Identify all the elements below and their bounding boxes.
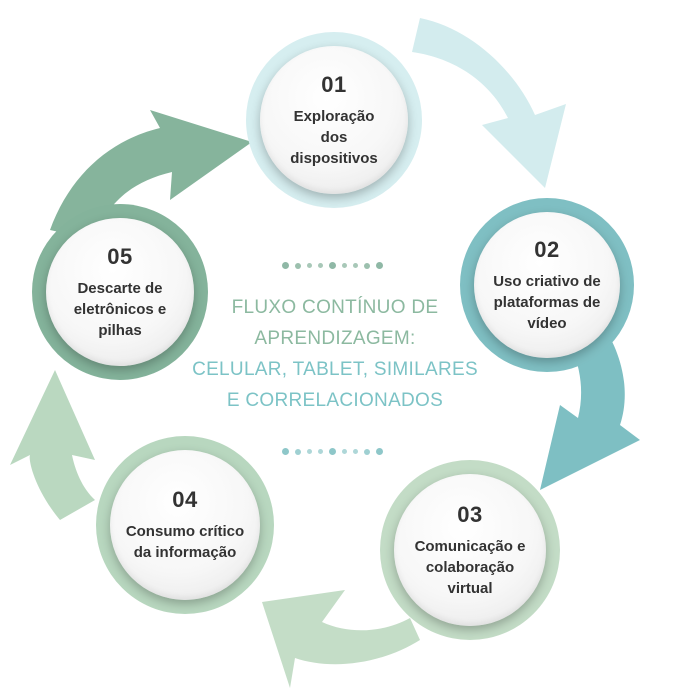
divider-dot bbox=[376, 262, 383, 269]
divider-dot bbox=[342, 449, 347, 454]
step-05-label-line: Descarte de bbox=[77, 279, 163, 297]
divider-dot bbox=[318, 263, 323, 268]
center-title-line-4: E CORRELACIONADOS bbox=[226, 390, 444, 411]
divider-dot bbox=[364, 448, 370, 455]
arrow-02-to-03 bbox=[540, 318, 640, 490]
step-01-label-line: dos bbox=[320, 128, 348, 146]
step-02-number: 02 bbox=[534, 236, 560, 262]
step-03-label: Comunicação e colaboração virtual bbox=[415, 536, 526, 599]
step-03-node: 03 Comunicação e colaboração virtual bbox=[394, 474, 546, 626]
divider-dot bbox=[318, 449, 323, 454]
arrow-03-to-04 bbox=[262, 590, 420, 688]
center-title-line-1: FLUXO CONTÍNUO DE bbox=[231, 297, 439, 318]
step-02-label-line: plataformas de bbox=[493, 293, 601, 311]
step-04-label: Consumo crítico da informação bbox=[126, 521, 244, 563]
step-05-node: 05 Descarte de eletrônicos e pilhas bbox=[46, 218, 194, 366]
step-04-label-line: Consumo crítico bbox=[125, 523, 245, 540]
divider-dot bbox=[307, 449, 312, 454]
step-03-number: 03 bbox=[457, 501, 483, 527]
divider-dot bbox=[329, 262, 336, 269]
divider-dot bbox=[353, 263, 358, 268]
step-04-number: 04 bbox=[172, 487, 198, 512]
divider-dot bbox=[353, 449, 358, 454]
divider-dot bbox=[342, 263, 347, 268]
step-03-label-line: virtual bbox=[447, 579, 493, 597]
step-02-label-line: Uso criativo de bbox=[493, 272, 601, 290]
bottom-dot-divider bbox=[282, 448, 383, 455]
step-01-number: 01 bbox=[321, 71, 347, 97]
divider-dot bbox=[364, 262, 370, 269]
divider-dot bbox=[282, 448, 289, 455]
step-04-label-line: da informação bbox=[133, 544, 237, 561]
divider-dot bbox=[307, 263, 312, 268]
center-title-line-3: CELULAR, TABLET, SIMILARES bbox=[192, 359, 478, 380]
step-03-label-line: Comunicação e bbox=[414, 537, 526, 555]
step-02-label-line: vídeo bbox=[527, 314, 567, 332]
step-01-label: Exploração dos dispositivos bbox=[290, 106, 378, 169]
step-05-label: Descarte de eletrônicos e pilhas bbox=[74, 278, 167, 341]
step-01-node: 01 Exploração dos dispositivos bbox=[260, 46, 408, 194]
step-01-label-line: Exploração bbox=[293, 107, 375, 125]
step-05-label-line: pilhas bbox=[98, 321, 142, 339]
step-01-label-line: dispositivos bbox=[290, 149, 378, 167]
step-02-node: 02 Uso criativo de plataformas de vídeo bbox=[474, 212, 620, 358]
divider-dot bbox=[376, 448, 383, 455]
step-04-node: 04 Consumo crítico da informação bbox=[110, 450, 260, 600]
step-02-label: Uso criativo de plataformas de vídeo bbox=[493, 271, 601, 334]
step-05-label-line: eletrônicos e bbox=[73, 300, 167, 318]
divider-dot bbox=[295, 448, 301, 455]
divider-dot bbox=[329, 448, 336, 455]
divider-dot bbox=[295, 262, 301, 269]
center-title: FLUXO CONTÍNUO DE APRENDIZAGEM: CELULAR,… bbox=[180, 292, 490, 416]
step-05-number: 05 bbox=[107, 243, 133, 269]
center-title-line-2: APRENDIZAGEM: bbox=[254, 328, 416, 349]
arrow-04-to-05 bbox=[10, 370, 95, 520]
divider-dot bbox=[282, 262, 289, 269]
step-03-label-line: colaboração bbox=[425, 558, 515, 576]
top-dot-divider bbox=[282, 262, 383, 269]
arrow-01-to-02 bbox=[412, 18, 566, 188]
